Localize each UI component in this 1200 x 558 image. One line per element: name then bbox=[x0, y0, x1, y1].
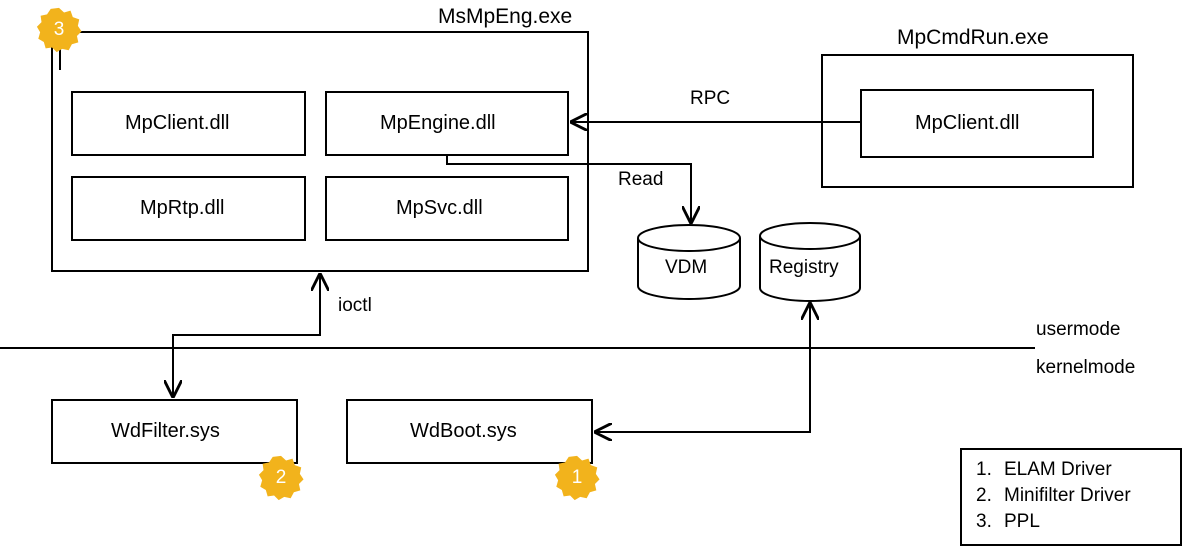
label-usermode: usermode bbox=[1036, 319, 1121, 340]
label-mpsvc-dll: MpSvc.dll bbox=[396, 197, 483, 219]
legend-item-minifilter-number: 2. bbox=[976, 485, 992, 506]
legend-item-ppl: 3. PPL bbox=[976, 511, 1180, 533]
label-mpengine-dll: MpEngine.dll bbox=[380, 112, 496, 134]
box-mpcmdrun-mpclient-dll bbox=[860, 89, 1094, 158]
label-cylinder-registry: Registry bbox=[769, 257, 839, 278]
badge-minifilter-2: 2 bbox=[258, 455, 304, 501]
legend-item-minifilter: 2. Minifilter Driver bbox=[976, 485, 1180, 507]
label-wdboot-sys: WdBoot.sys bbox=[410, 420, 517, 442]
badge-ppl-3-number: 3 bbox=[53, 19, 65, 40]
legend-item-elam-number: 1. bbox=[976, 459, 992, 480]
edge-ioctl bbox=[173, 275, 320, 396]
label-edge-ioctl: ioctl bbox=[338, 295, 372, 316]
edge-wdboot-registry bbox=[596, 304, 810, 432]
box-wdboot-sys bbox=[346, 399, 593, 464]
cylinder-vdm bbox=[637, 224, 741, 300]
label-kernelmode: kernelmode bbox=[1036, 357, 1136, 378]
box-wdfilter-sys bbox=[51, 399, 298, 464]
mpcmdrun-title: MpCmdRun.exe bbox=[897, 26, 1049, 49]
edge-read bbox=[446, 155, 691, 222]
legend-item-ppl-number: 3. bbox=[976, 511, 992, 532]
legend-item-ppl-label: PPL bbox=[1004, 511, 1040, 532]
legend-item-elam: 1. ELAM Driver bbox=[976, 459, 1180, 481]
box-mprtp-dll bbox=[71, 176, 306, 241]
legend-item-elam-label: ELAM Driver bbox=[1004, 459, 1112, 480]
star-burst-icon bbox=[36, 7, 82, 53]
label-mpcmdrun-mpclient-dll: MpClient.dll bbox=[915, 112, 1020, 134]
label-wdfilter-sys: WdFilter.sys bbox=[111, 420, 220, 442]
label-edge-read: Read bbox=[618, 169, 664, 190]
label-mpclient-dll: MpClient.dll bbox=[125, 112, 230, 134]
msmpeng-title: MsMpEng.exe bbox=[438, 5, 573, 28]
legend-item-minifilter-label: Minifilter Driver bbox=[1004, 485, 1131, 506]
box-mpsvc-dll bbox=[325, 176, 569, 241]
cylinder-registry bbox=[759, 222, 861, 302]
label-cylinder-vdm: VDM bbox=[665, 257, 708, 278]
label-edge-rpc: RPC bbox=[690, 88, 731, 109]
badge-ppl-3: 3 bbox=[36, 7, 82, 53]
star-burst-icon bbox=[258, 455, 304, 501]
badge-elam-1-number: 1 bbox=[571, 467, 583, 488]
badge-elam-1: 1 bbox=[554, 455, 600, 501]
msmpeng-container bbox=[51, 31, 589, 272]
star-burst-icon bbox=[554, 455, 600, 501]
label-mprtp-dll: MpRtp.dll bbox=[140, 197, 225, 219]
legend: 1. ELAM Driver 2. Minifilter Driver 3. P… bbox=[960, 448, 1182, 546]
box-mpclient-dll bbox=[71, 91, 306, 156]
badge-minifilter-2-number: 2 bbox=[275, 467, 287, 488]
